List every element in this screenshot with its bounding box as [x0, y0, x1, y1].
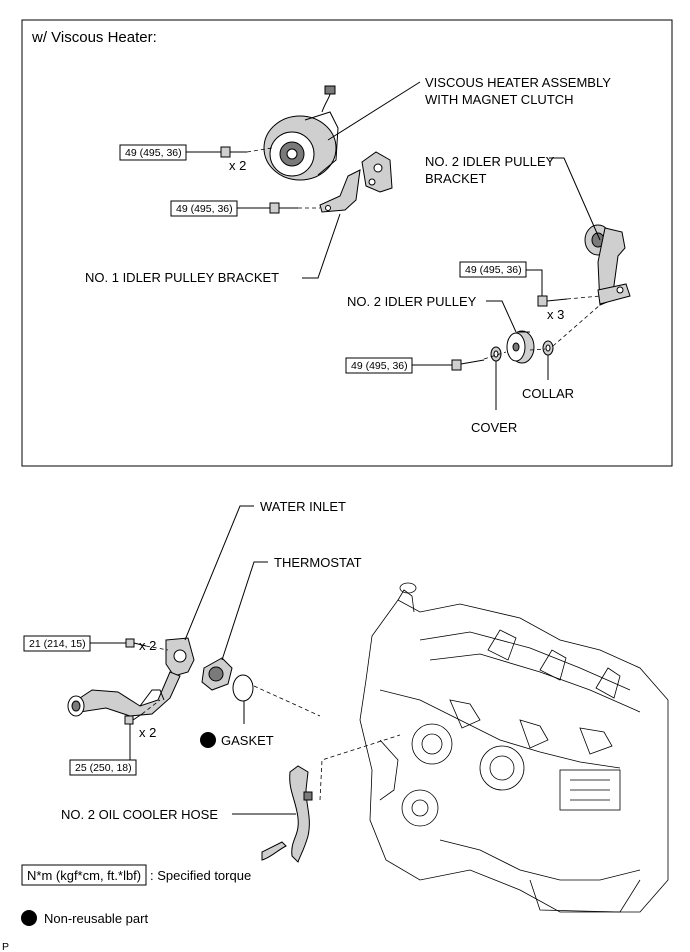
legend-nonreusable-text: Non-reusable part: [44, 911, 148, 926]
bolt-3: [537, 295, 568, 307]
torque-box-2: [170, 200, 238, 217]
torque-1: 49 (495, 36): [125, 147, 182, 159]
bolt-4: [451, 359, 485, 371]
footer-code: P: [2, 941, 9, 952]
label-idler-bracket-2-1: NO. 2 IDLER PULLEY: [425, 154, 555, 169]
leader-viscous-heater: [327, 81, 421, 141]
label-idler-bracket-1: NO. 1 IDLER PULLEY BRACKET: [85, 270, 279, 285]
label-gasket: GASKET: [221, 733, 274, 748]
label-viscous-heater-1: VISCOUS HEATER ASSEMBLY: [425, 75, 611, 90]
engine-block: [359, 582, 669, 913]
label-idler-pulley-2: NO. 2 IDLER PULLEY: [347, 294, 477, 309]
leader-idler-bracket-1: [302, 213, 341, 279]
thermostat: [201, 657, 233, 691]
torque-box-4: [345, 357, 413, 374]
bolt-2: [269, 202, 298, 214]
idler-pulley-bracket-2: [584, 224, 631, 306]
label-collar: COLLAR: [522, 386, 574, 401]
multiplier-3: x 2: [139, 638, 156, 653]
torque-6: 25 (250, 18): [75, 762, 132, 774]
leader-thermostat: [221, 561, 268, 661]
torque-4: 49 (495, 36): [351, 360, 408, 372]
oil-cooler-hose: [261, 765, 313, 863]
leader-idler-bracket-2: [549, 157, 601, 241]
legend-torque-unit: N*m (kgf*cm, ft.*lbf): [27, 868, 141, 883]
torque-box-1: [119, 144, 187, 161]
label-water-inlet: WATER INLET: [260, 499, 346, 514]
legend-torque-box: [21, 864, 147, 886]
torque-box-3: [459, 261, 527, 278]
idler-pulley-2: [506, 330, 535, 364]
label-thermostat: THERMOSTAT: [274, 555, 362, 570]
idler-pulley-bracket-1: [319, 151, 393, 213]
torque-2: 49 (495, 36): [176, 203, 233, 215]
bolt-1: [220, 146, 247, 158]
multiplier-4: x 2: [139, 725, 156, 740]
label-viscous-heater-2: WITH MAGNET CLUTCH: [425, 92, 574, 107]
nonreusable-mark-gasket: [200, 732, 216, 748]
label-idler-bracket-2-2: BRACKET: [425, 171, 486, 186]
legend-nonreusable-mark: [21, 910, 37, 926]
gasket: [232, 674, 254, 702]
water-inlet: [67, 637, 195, 717]
torque-box-5: [23, 635, 91, 652]
multiplier-2: x 3: [547, 307, 564, 322]
label-cover: COVER: [471, 420, 517, 435]
viscous-heater-assembly: [263, 85, 339, 181]
leader-water-inlet: [184, 505, 254, 641]
torque-3: 49 (495, 36): [465, 264, 522, 276]
leader-idler-pulley-2: [486, 300, 517, 333]
section-title: w/ Viscous Heater:: [31, 29, 157, 46]
multiplier-1: x 2: [229, 158, 246, 173]
torque-5: 21 (214, 15): [29, 638, 86, 650]
bolt-6: [124, 713, 143, 725]
collar: [542, 340, 554, 356]
legend-torque-text: : Specified torque: [150, 868, 251, 883]
label-oil-cooler-hose: NO. 2 OIL COOLER HOSE: [61, 807, 218, 822]
viscous-heater-frame: [21, 19, 673, 467]
torque-box-6: [69, 759, 137, 776]
